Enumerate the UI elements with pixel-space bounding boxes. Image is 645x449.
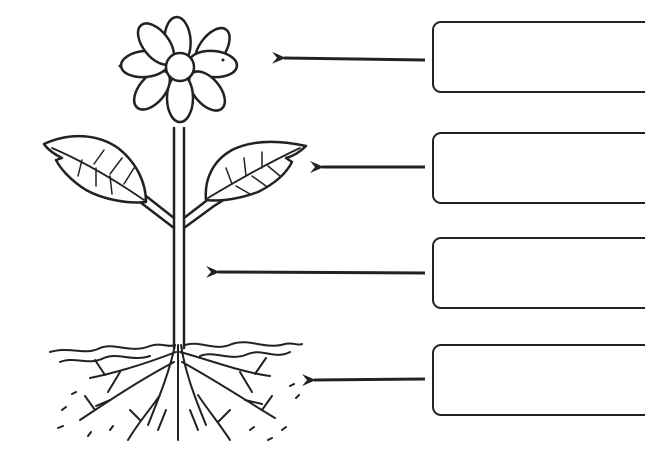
stem-icon: [122, 126, 232, 350]
arrow-stem: [205, 265, 426, 278]
label-text-root: [434, 346, 645, 362]
label-box-leaf[interactable]: [432, 132, 645, 204]
label-text-flower: [434, 23, 645, 39]
label-box-stem[interactable]: [432, 237, 645, 309]
flower-icon: [118, 15, 239, 124]
leaf-icon: [42, 134, 308, 204]
root-icon: [49, 341, 303, 441]
label-text-stem: [434, 239, 645, 255]
arrow-flower: [271, 51, 426, 64]
label-box-flower[interactable]: [432, 21, 645, 93]
arrow-root: [301, 374, 426, 387]
label-text-leaf: [434, 134, 645, 150]
label-box-root[interactable]: [432, 344, 645, 416]
